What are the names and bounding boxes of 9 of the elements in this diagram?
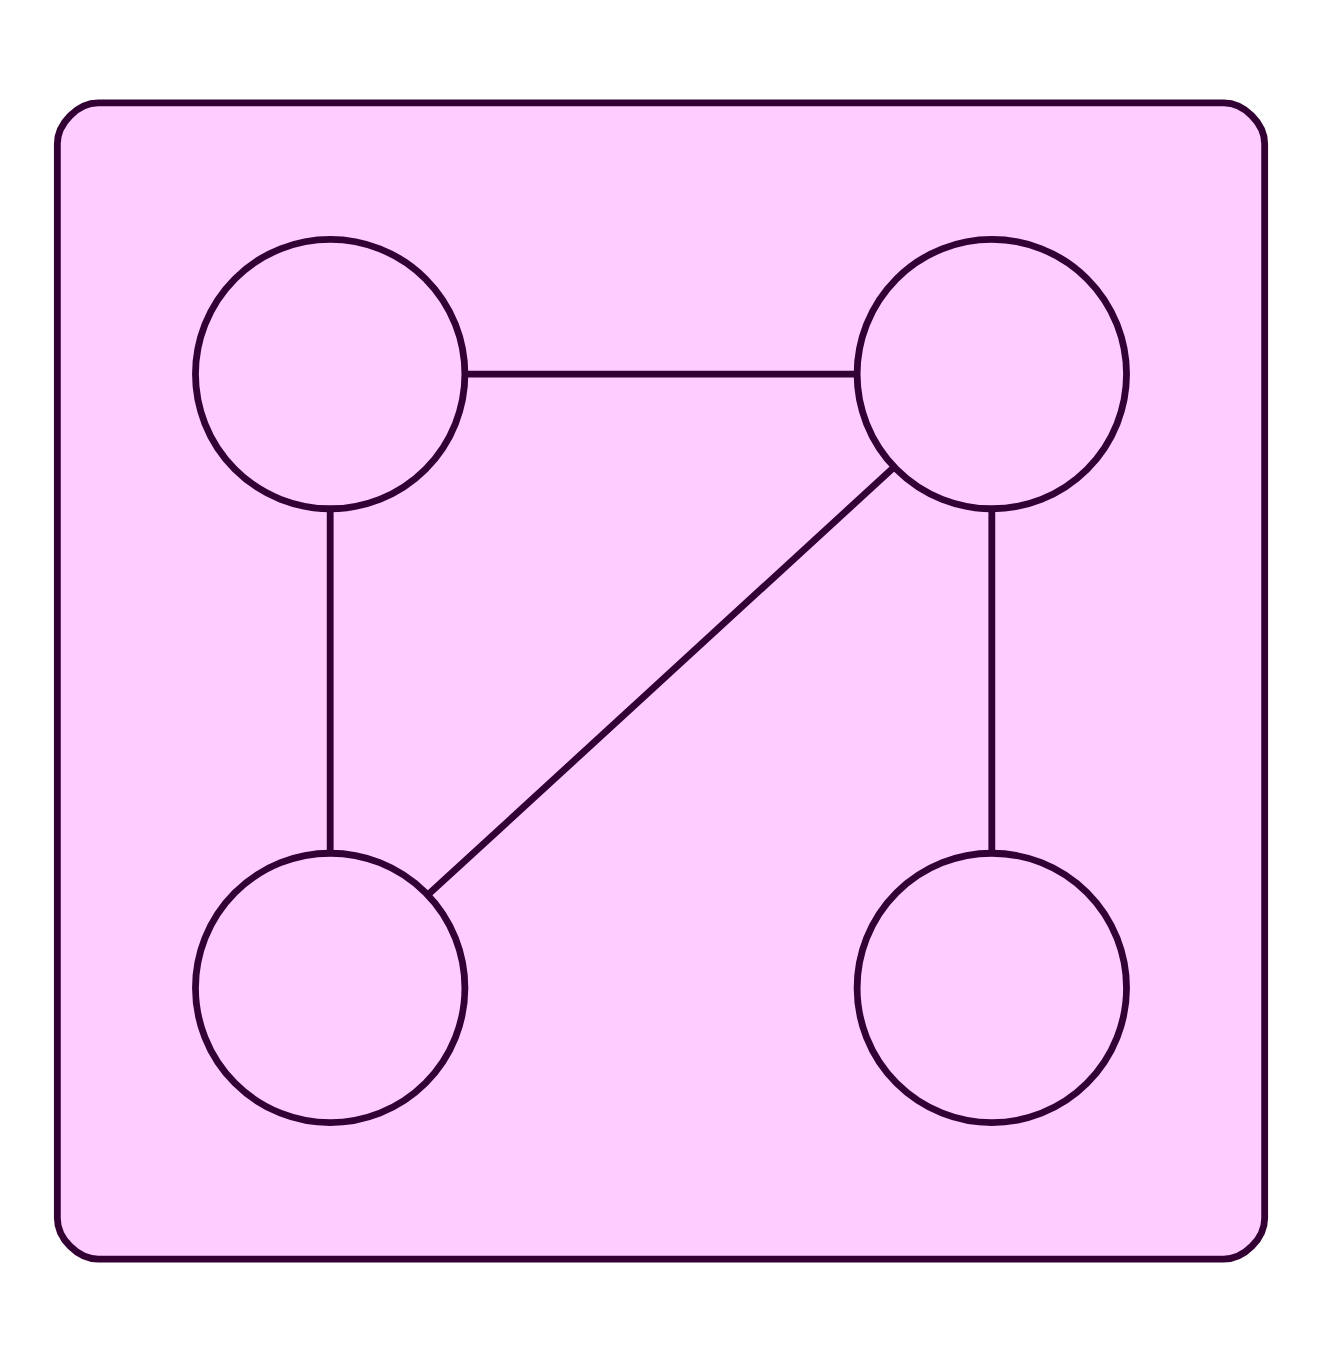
node-circle [192,235,469,513]
node-circle [853,235,1130,513]
cluster [53,99,1269,1263]
connector [465,370,857,378]
node-circle [192,849,469,1127]
connector [988,509,996,854]
node-circle [853,849,1130,1127]
connector [326,509,334,854]
connector [425,464,897,898]
